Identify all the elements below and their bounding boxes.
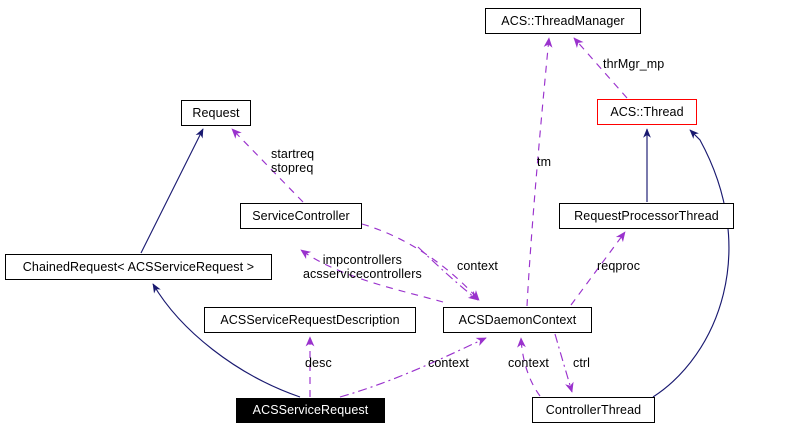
edge-chainedrequest-to-request: [140, 128, 204, 254]
node-label: ACSServiceRequestDescription: [220, 312, 400, 327]
edge-servicecontroller-to-request: [231, 128, 304, 203]
edge-servicecontroller-to-acsdaemoncontext: [361, 223, 480, 301]
node-request[interactable]: Request: [181, 100, 251, 126]
edge-label-context-left: context: [428, 356, 469, 370]
edge-label-desc: desc: [305, 356, 332, 370]
association-edges: [231, 37, 628, 398]
edge-label-tm: tm: [537, 155, 551, 169]
node-acsdaemoncontext[interactable]: ACSDaemonContext: [443, 307, 592, 333]
edge-acsservicerequest-to-acsdaemoncontext: [339, 337, 487, 398]
inheritance-edges: [140, 128, 730, 398]
edge-label-context-mid: context: [508, 356, 549, 370]
node-label: Request: [192, 105, 240, 120]
edge-label-thrmgr-mp: thrMgr_mp: [603, 57, 664, 71]
edge-controllerthread-to-acsthread: [652, 129, 730, 398]
edge-acsservicerequest-to-chainedrequest: [152, 283, 301, 398]
edge-label-startreq-stopreq: startreq stopreq: [271, 147, 314, 175]
node-label: RequestProcessorThread: [574, 208, 719, 223]
node-controllerthread[interactable]: ControllerThread: [532, 397, 655, 423]
node-label: ACS::Thread: [610, 104, 684, 119]
edge-label-line1: thrMgr_mp: [603, 57, 665, 71]
edge-label-line1: impcontrollers: [322, 253, 402, 267]
edge-label-impcontrollers: impcontrollers acsservicecontrollers: [303, 253, 422, 281]
edge-label-line1: desc: [305, 356, 332, 370]
node-acsservicerequest[interactable]: ACSServiceRequest: [236, 398, 385, 423]
edge-label-line1: context: [428, 356, 470, 370]
node-acsservicerequestdescription[interactable]: ACSServiceRequestDescription: [204, 307, 416, 333]
node-chainedrequest[interactable]: ChainedRequest< ACSServiceRequest >: [5, 254, 272, 280]
node-acs-thread[interactable]: ACS::Thread: [597, 99, 697, 125]
node-label: ACSDaemonContext: [458, 312, 577, 327]
edge-label-line1: context: [457, 259, 499, 273]
edge-label-line2: stopreq: [271, 161, 314, 175]
node-label: ACS::ThreadManager: [501, 13, 625, 28]
edge-acsdaemoncontext-to-requestprocessorthread: [570, 231, 626, 306]
node-acs-threadmanager[interactable]: ACS::ThreadManager: [485, 8, 641, 34]
edge-label-reqproc: reqproc: [597, 259, 640, 273]
edge-label-line1: context: [508, 356, 550, 370]
edge-label-line2: acsservicecontrollers: [303, 267, 422, 281]
edge-acsthread-to-threadmanager: [573, 37, 628, 99]
edge-label-ctrl: ctrl: [573, 356, 590, 370]
edge-label-line1: startreq: [271, 147, 315, 161]
edge-controllerthread-to-acsdaemoncontext: [517, 337, 541, 397]
edge-acsdaemoncontext-to-threadmanager: [526, 37, 553, 307]
node-label: ChainedRequest< ACSServiceRequest >: [22, 259, 255, 274]
edge-label-line1: tm: [537, 155, 552, 169]
node-servicecontroller[interactable]: ServiceController: [240, 203, 362, 229]
node-label: ACSServiceRequest: [252, 403, 369, 418]
edge-label-line1: ctrl: [573, 356, 591, 370]
node-label: ServiceController: [252, 208, 350, 223]
node-requestprocessorthread[interactable]: RequestProcessorThread: [559, 203, 734, 229]
node-label: ControllerThread: [545, 402, 642, 417]
edge-acsdaemoncontext-to-controllerthread: [554, 333, 574, 393]
edge-acsdaemoncontext-to-servicecontroller: [300, 249, 444, 303]
edge-label-line1: reqproc: [597, 259, 641, 273]
edge-context-upper-strand: [417, 246, 479, 301]
edge-label-context-top: context: [457, 259, 498, 273]
